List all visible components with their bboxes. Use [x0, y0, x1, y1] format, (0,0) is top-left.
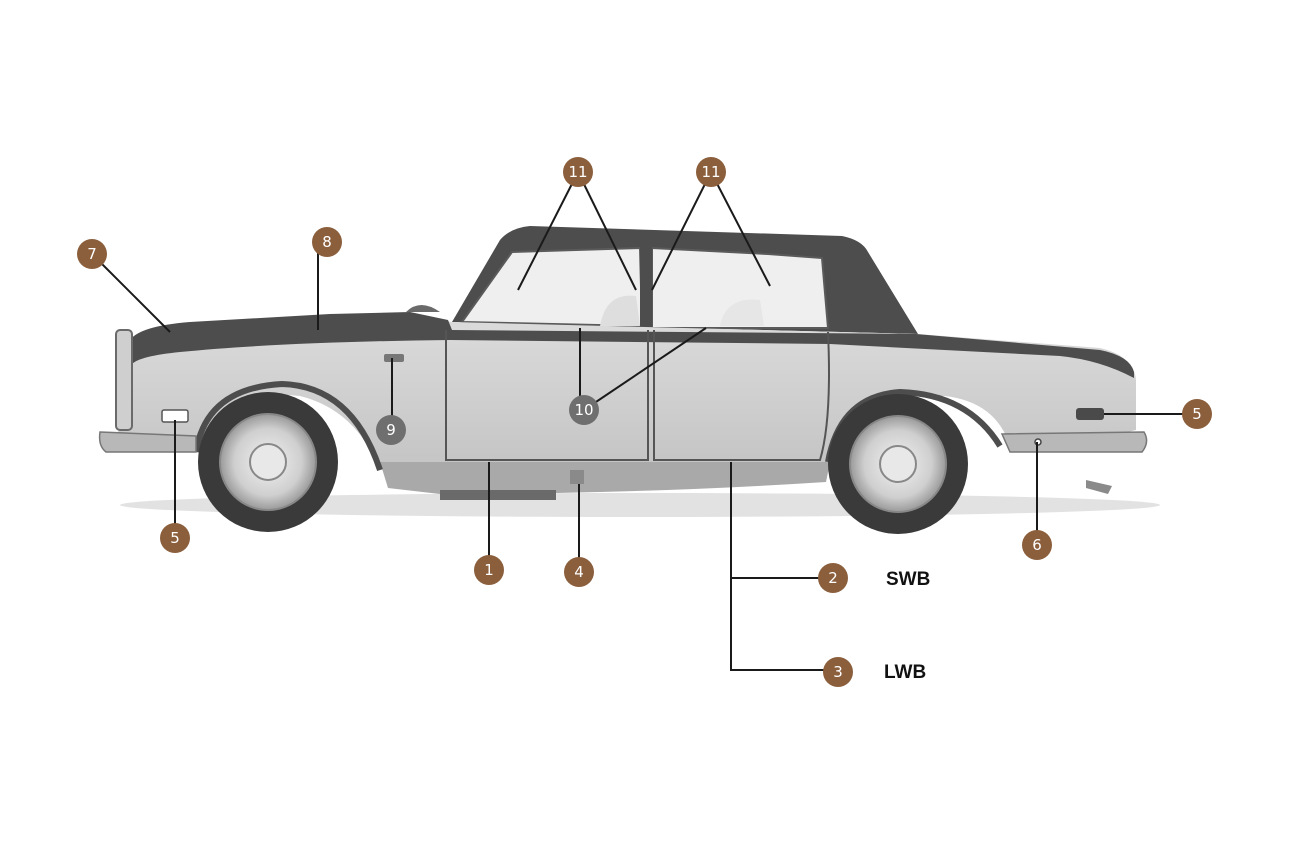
running-board — [440, 490, 556, 500]
marker-8-number: 8 — [322, 233, 332, 251]
marker-2: 2 — [818, 563, 848, 593]
marker-3: 3 — [823, 657, 853, 687]
b-pillar — [640, 246, 652, 330]
sill-marker — [570, 470, 584, 484]
label-swb: SWB — [886, 569, 930, 590]
marker-5-rear-number: 5 — [1192, 405, 1202, 423]
marker-11-left: 11 — [563, 157, 593, 187]
marker-9: 9 — [376, 415, 406, 445]
sill-panel — [380, 462, 830, 494]
front-bumper — [100, 432, 196, 452]
leader-7 — [92, 254, 170, 332]
marker-7-number: 7 — [87, 245, 97, 263]
rear-wheel — [828, 394, 968, 534]
marker-11-right: 11 — [696, 157, 726, 187]
marker-11-left-number: 11 — [568, 163, 587, 181]
marker-3-number: 3 — [833, 663, 843, 681]
rear-bumper — [1002, 432, 1147, 452]
fuel-flap — [384, 354, 404, 362]
marker-4: 4 — [564, 557, 594, 587]
label-lwb: LWB — [884, 662, 926, 683]
marker-6: 6 — [1022, 530, 1052, 560]
rear-side-lamp — [1076, 408, 1104, 420]
front-wheel — [198, 392, 338, 532]
marker-5-rear: 5 — [1182, 399, 1212, 429]
marker-6-number: 6 — [1032, 536, 1042, 554]
radiator-grille — [116, 330, 132, 430]
marker-10-number: 10 — [574, 401, 593, 419]
marker-5-front-number: 5 — [170, 529, 180, 547]
marker-7: 7 — [77, 239, 107, 269]
marker-2-number: 2 — [828, 569, 838, 587]
leader-2-3 — [731, 462, 838, 670]
marker-11-right-number: 11 — [701, 163, 720, 181]
marker-1: 1 — [474, 555, 504, 585]
marker-4-number: 4 — [574, 563, 584, 581]
door-mirror — [406, 305, 440, 312]
marker-8: 8 — [312, 227, 342, 257]
marker-9-number: 9 — [386, 421, 396, 439]
marker-5-front: 5 — [160, 523, 190, 553]
marker-1-number: 1 — [484, 561, 494, 579]
marker-10: 10 — [569, 395, 599, 425]
